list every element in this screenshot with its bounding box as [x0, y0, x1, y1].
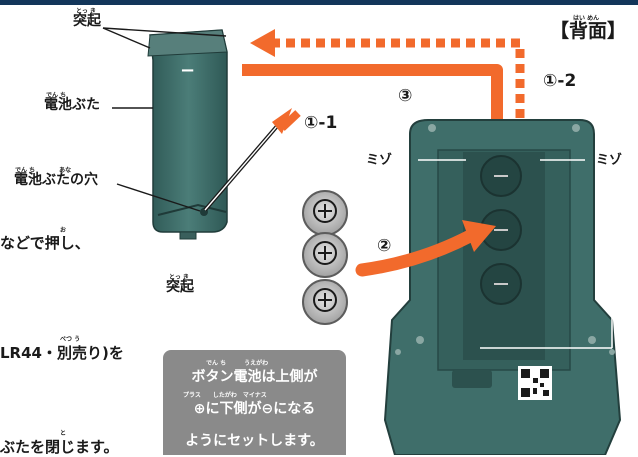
header-bar	[0, 0, 638, 5]
arrow-1-1	[272, 108, 292, 134]
protrusion-top-label: 突起	[73, 13, 101, 29]
arrow-2	[355, 220, 496, 277]
minus-mark: −	[180, 60, 196, 81]
button-batteries	[302, 190, 348, 325]
protrusion-bottom-ruby: とっ き	[169, 274, 189, 281]
protrusion-bottom-label: 突起	[166, 279, 194, 295]
qr-code-icon	[518, 366, 552, 400]
back-side-label: 【背面】	[550, 20, 627, 42]
note-line1-ruby: でん ち うえがわ	[206, 360, 269, 367]
groove-left-label: ミゾ	[366, 153, 393, 168]
dashed-arrow-1-2	[250, 29, 525, 133]
cover-hole-ruby: でん ち あな	[15, 167, 72, 174]
remote-body	[383, 119, 622, 455]
cover-bottom-protrusion	[179, 231, 197, 240]
groove-right-label: ミゾ	[596, 153, 623, 168]
step-1-1-label: ①-1	[304, 113, 338, 133]
protrusion-top-ruby: とっ き	[76, 8, 96, 15]
arrow-1-1-shaft	[279, 110, 301, 131]
left-text-line3: ぶたを閉じます。	[0, 438, 119, 456]
battery-cover	[147, 29, 228, 240]
pin-tool	[203, 123, 280, 212]
left-line1-ruby: お	[60, 227, 67, 234]
battery-orientation-note: でん ち うえがわ ボタン電池は上側が プラス したがわ マイナス ⊕に下側が⊖…	[163, 350, 346, 455]
step-2-label: ②	[377, 236, 392, 256]
left-text-line1: などで押し、	[0, 234, 90, 252]
left-line3-ruby: と	[60, 430, 67, 437]
note-line1: ボタン電池は上側が	[191, 369, 318, 385]
left-line2-ruby: べつ う	[60, 336, 81, 343]
note-line3: ようにセットします。	[185, 433, 324, 449]
cover-hole-label: 電池ぶたの穴	[14, 172, 98, 188]
battery-cover-ruby: でん ち	[46, 92, 67, 99]
battery-cover-label: 電池ぶた	[44, 97, 100, 113]
left-text-line2: LR44・別売り)を	[0, 344, 124, 362]
step-3-label: ③	[398, 86, 413, 106]
note-line2-ruby: プラス したがわ マイナス	[183, 392, 267, 399]
back-label-ruby: はい めん	[573, 15, 600, 22]
note-line2: ⊕に下側が⊖になる	[193, 401, 316, 417]
label-leader-lines	[102, 27, 227, 212]
step-1-2-label: ①-2	[543, 71, 577, 91]
